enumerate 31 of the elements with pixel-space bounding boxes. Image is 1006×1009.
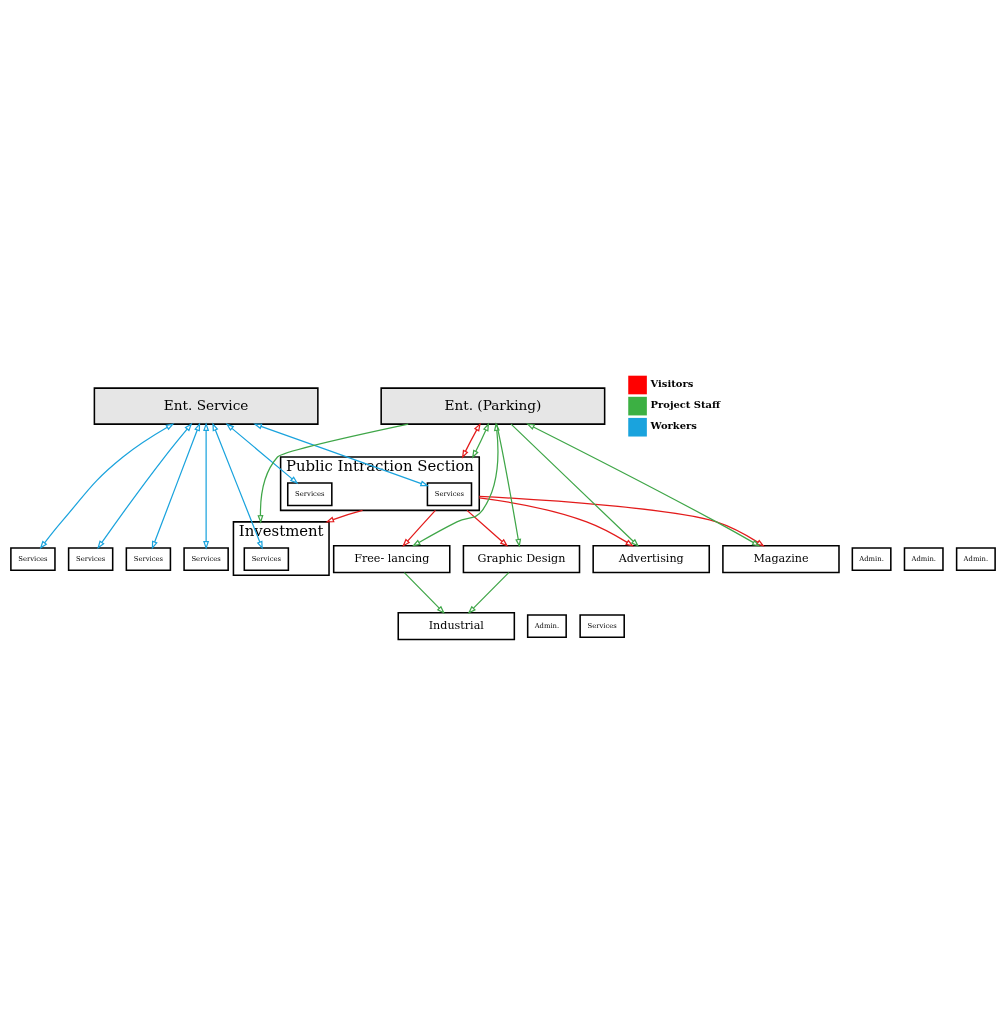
- legend-label: Workers: [650, 419, 697, 431]
- node-box: Graphic Design: [462, 545, 581, 574]
- arrow: [402, 509, 436, 548]
- legend-label: Project Staff: [650, 398, 721, 410]
- node-box: Free- lancing: [332, 545, 451, 574]
- arrow: [151, 422, 201, 550]
- arrow: [466, 509, 509, 547]
- arrow: [472, 422, 490, 459]
- arrow: [253, 423, 430, 487]
- arrow: [257, 423, 409, 524]
- arrow: [212, 422, 263, 550]
- arrow: [461, 422, 481, 459]
- arrow: [39, 423, 175, 550]
- node-box: Ent. Service: [93, 387, 319, 425]
- node-box: Industrial: [397, 612, 516, 641]
- arrow: [510, 423, 640, 547]
- arrow: [325, 509, 364, 523]
- arrow: [478, 495, 765, 547]
- arrow: [97, 422, 193, 550]
- node-box: Ent. (Parking): [380, 387, 606, 425]
- arrow: [411, 422, 500, 547]
- arrow: [526, 423, 761, 547]
- arrow: [467, 571, 510, 615]
- arrow: [478, 497, 635, 547]
- node-box: Magazine: [722, 545, 840, 574]
- arrow: [203, 422, 210, 550]
- arrow: [403, 571, 446, 615]
- node-box: Advertising: [592, 545, 711, 574]
- arrow: [496, 423, 522, 548]
- arrow: [225, 423, 299, 485]
- legend-label: Visitors: [650, 377, 694, 389]
